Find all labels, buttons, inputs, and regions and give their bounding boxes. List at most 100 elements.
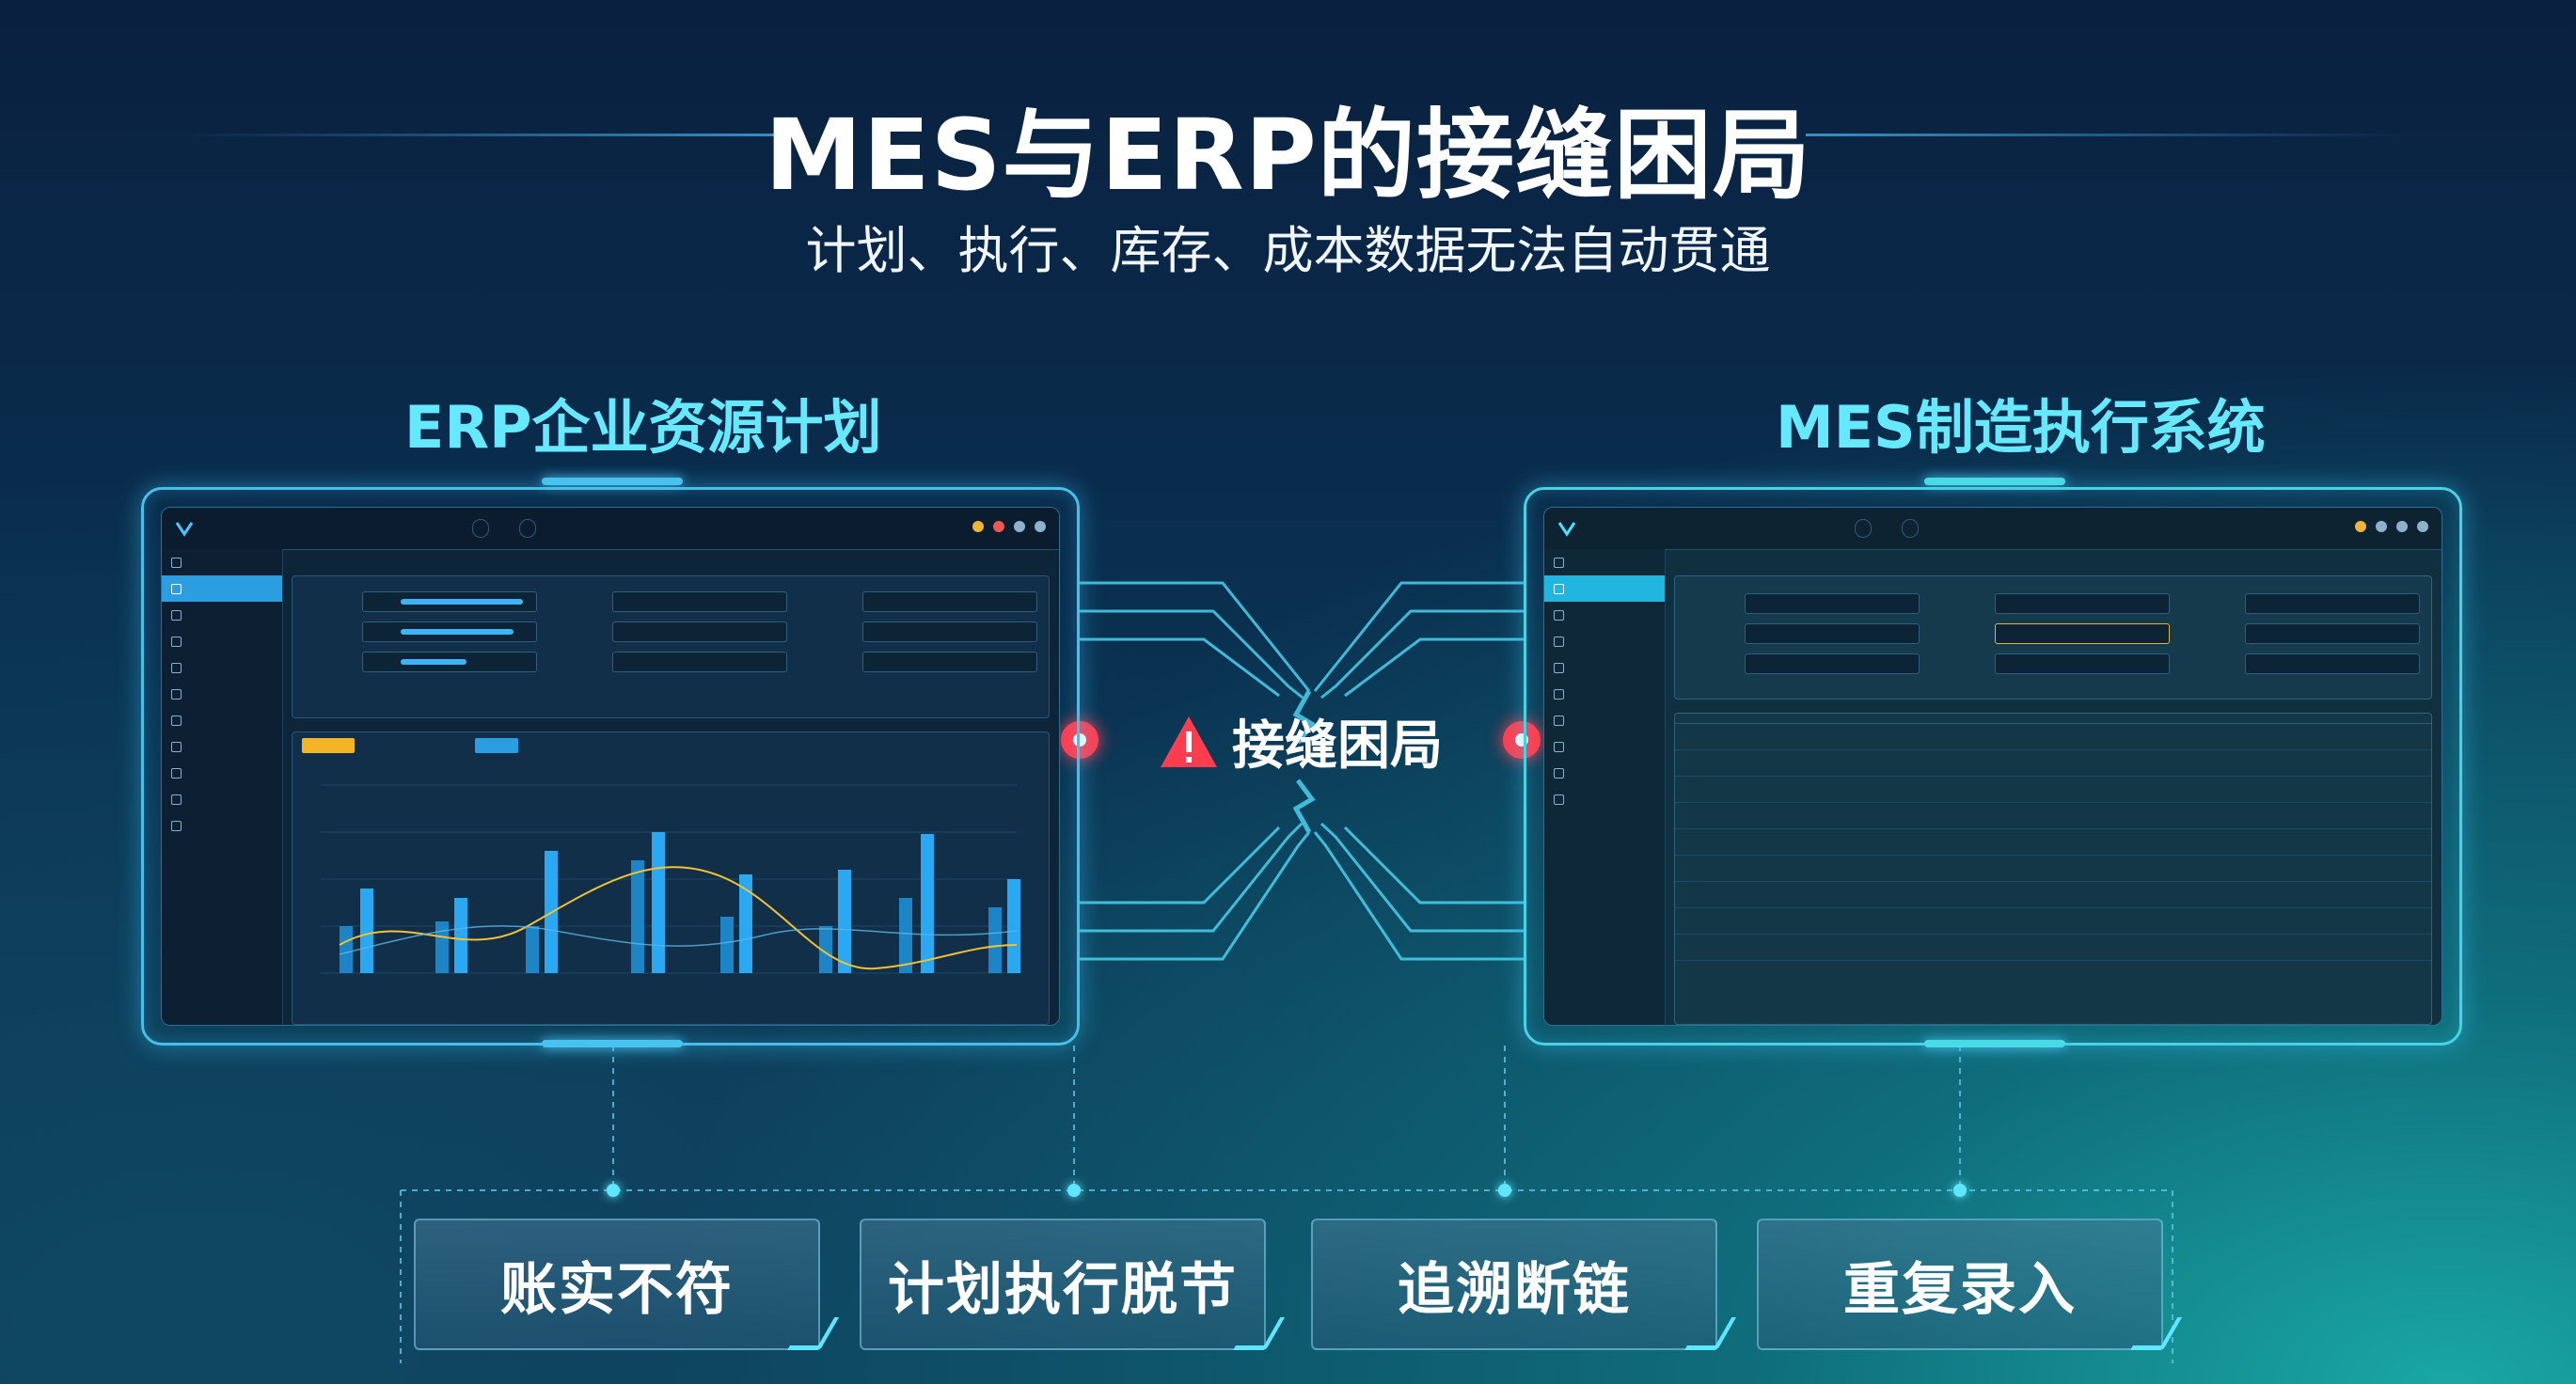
- mes-system-label: MES制造执行系统: [1776, 393, 2266, 462]
- settings-icon[interactable]: [2396, 521, 2408, 532]
- chart-tab[interactable]: [366, 738, 409, 753]
- sidebar-item[interactable]: [1544, 628, 1665, 654]
- right-break-dot: [1503, 721, 1541, 759]
- connector-dot: [607, 1184, 620, 1197]
- connector-dot: [1953, 1184, 1967, 1197]
- table-row[interactable]: [1675, 749, 2431, 777]
- filter-input[interactable]: [862, 591, 1037, 612]
- sidebar-item[interactable]: [162, 628, 282, 654]
- problem-box-plan-execution-gap: 计划执行脱节: [860, 1219, 1266, 1350]
- filter-input[interactable]: [1995, 623, 2170, 644]
- sidebar-item-active[interactable]: [162, 575, 282, 602]
- breadcrumb: [1674, 555, 2432, 575]
- chart-tabs: [292, 732, 1049, 759]
- filter-input[interactable]: [1745, 593, 1920, 614]
- sidebar-item[interactable]: [162, 786, 282, 812]
- header-tab[interactable]: [472, 519, 489, 538]
- sidebar-item[interactable]: [162, 760, 282, 786]
- filter-input[interactable]: [612, 591, 787, 612]
- filter-input[interactable]: [612, 621, 787, 642]
- alert-icon[interactable]: [993, 521, 1004, 532]
- filter-input[interactable]: [362, 591, 537, 612]
- filter-input[interactable]: [362, 652, 537, 672]
- filter-input[interactable]: [1745, 623, 1920, 644]
- page-title: MES与ERP的接缝困局: [765, 98, 1811, 212]
- sidebar-item[interactable]: [1544, 681, 1665, 707]
- sidebar-item[interactable]: [1544, 654, 1665, 681]
- chart-bar: [739, 874, 752, 973]
- sidebar-item[interactable]: [162, 654, 282, 681]
- sidebar-item[interactable]: [162, 549, 282, 575]
- notification-icon[interactable]: [2355, 521, 2366, 532]
- filter-input[interactable]: [2245, 593, 2420, 614]
- chart-tab[interactable]: [639, 738, 682, 753]
- filter-input[interactable]: [2245, 653, 2420, 674]
- table-row[interactable]: [1675, 934, 2431, 961]
- header-tab[interactable]: [1855, 519, 1872, 538]
- sidebar-item[interactable]: [1544, 707, 1665, 733]
- filter-input[interactable]: [1995, 593, 2170, 614]
- title-divider-right: [1806, 134, 2408, 136]
- filter-input[interactable]: [362, 621, 537, 642]
- sidebar-item[interactable]: [1544, 760, 1665, 786]
- user-icon[interactable]: [1035, 521, 1046, 532]
- table-row[interactable]: [1675, 802, 2431, 829]
- sidebar-item[interactable]: [1544, 602, 1665, 628]
- filter-input[interactable]: [862, 621, 1037, 642]
- chart-tab[interactable]: [529, 738, 573, 753]
- mes-dashboard-monitor: [1524, 487, 2462, 1046]
- erp-screen: [161, 507, 1060, 1026]
- chart-tab[interactable]: [475, 738, 518, 753]
- filter-input[interactable]: [2245, 623, 2420, 644]
- chart-bar: [435, 921, 449, 973]
- chart-bar: [720, 917, 734, 973]
- sidebar-item-active[interactable]: [1544, 575, 1665, 602]
- alert-icon[interactable]: [2376, 521, 2387, 532]
- sidebar-item[interactable]: [162, 707, 282, 733]
- filter-input[interactable]: [862, 652, 1037, 672]
- sidebar-item[interactable]: [1544, 549, 1665, 575]
- mes-filter-panel: [1674, 575, 2432, 700]
- sidebar-item[interactable]: [162, 602, 282, 628]
- erp-dashboard-monitor: [141, 487, 1080, 1046]
- problem-box-inventory-mismatch: 账实不符: [414, 1219, 820, 1350]
- filter-input[interactable]: [1745, 653, 1920, 674]
- chart-line-series: [339, 925, 1018, 955]
- erp-filter-panel: [292, 575, 1050, 718]
- table-row[interactable]: [1675, 723, 2431, 750]
- table-row[interactable]: [1675, 907, 2431, 935]
- filter-input[interactable]: [1995, 653, 2170, 674]
- sidebar-item[interactable]: [1544, 786, 1665, 812]
- erp-chart-panel: [292, 731, 1050, 1025]
- warning-icon: [1161, 716, 1217, 767]
- chart-tab[interactable]: [584, 738, 627, 753]
- chart-bar: [1007, 879, 1020, 973]
- chart-tab[interactable]: [302, 738, 355, 753]
- chart-tab[interactable]: [420, 738, 464, 753]
- mes-table-panel: [1674, 713, 2432, 1025]
- chart-bar: [988, 907, 1002, 973]
- notification-icon[interactable]: [972, 521, 984, 532]
- monitor-top-accent: [542, 478, 683, 485]
- app-logo-icon: [175, 522, 194, 537]
- sidebar-item[interactable]: [162, 681, 282, 707]
- page-subtitle: 计划、执行、库存、成本数据无法自动贯通: [805, 221, 1771, 280]
- erp-system-label: ERP企业资源计划: [404, 393, 882, 462]
- chart-bar: [526, 926, 539, 973]
- table-row[interactable]: [1675, 855, 2431, 882]
- sidebar-item[interactable]: [162, 733, 282, 760]
- table-row[interactable]: [1675, 881, 2431, 908]
- erp-sidebar: [162, 549, 283, 1025]
- user-icon[interactable]: [2417, 521, 2428, 532]
- sidebar-item[interactable]: [1544, 733, 1665, 760]
- settings-icon[interactable]: [1014, 521, 1025, 532]
- chart-bar: [360, 889, 373, 973]
- table-row[interactable]: [1675, 828, 2431, 856]
- table-row[interactable]: [1675, 776, 2431, 803]
- mes-app-bar: [1544, 508, 2442, 550]
- header-tab[interactable]: [519, 519, 536, 538]
- filter-input[interactable]: [612, 652, 787, 672]
- sidebar-item[interactable]: [162, 812, 282, 839]
- header-tab[interactable]: [1902, 519, 1919, 538]
